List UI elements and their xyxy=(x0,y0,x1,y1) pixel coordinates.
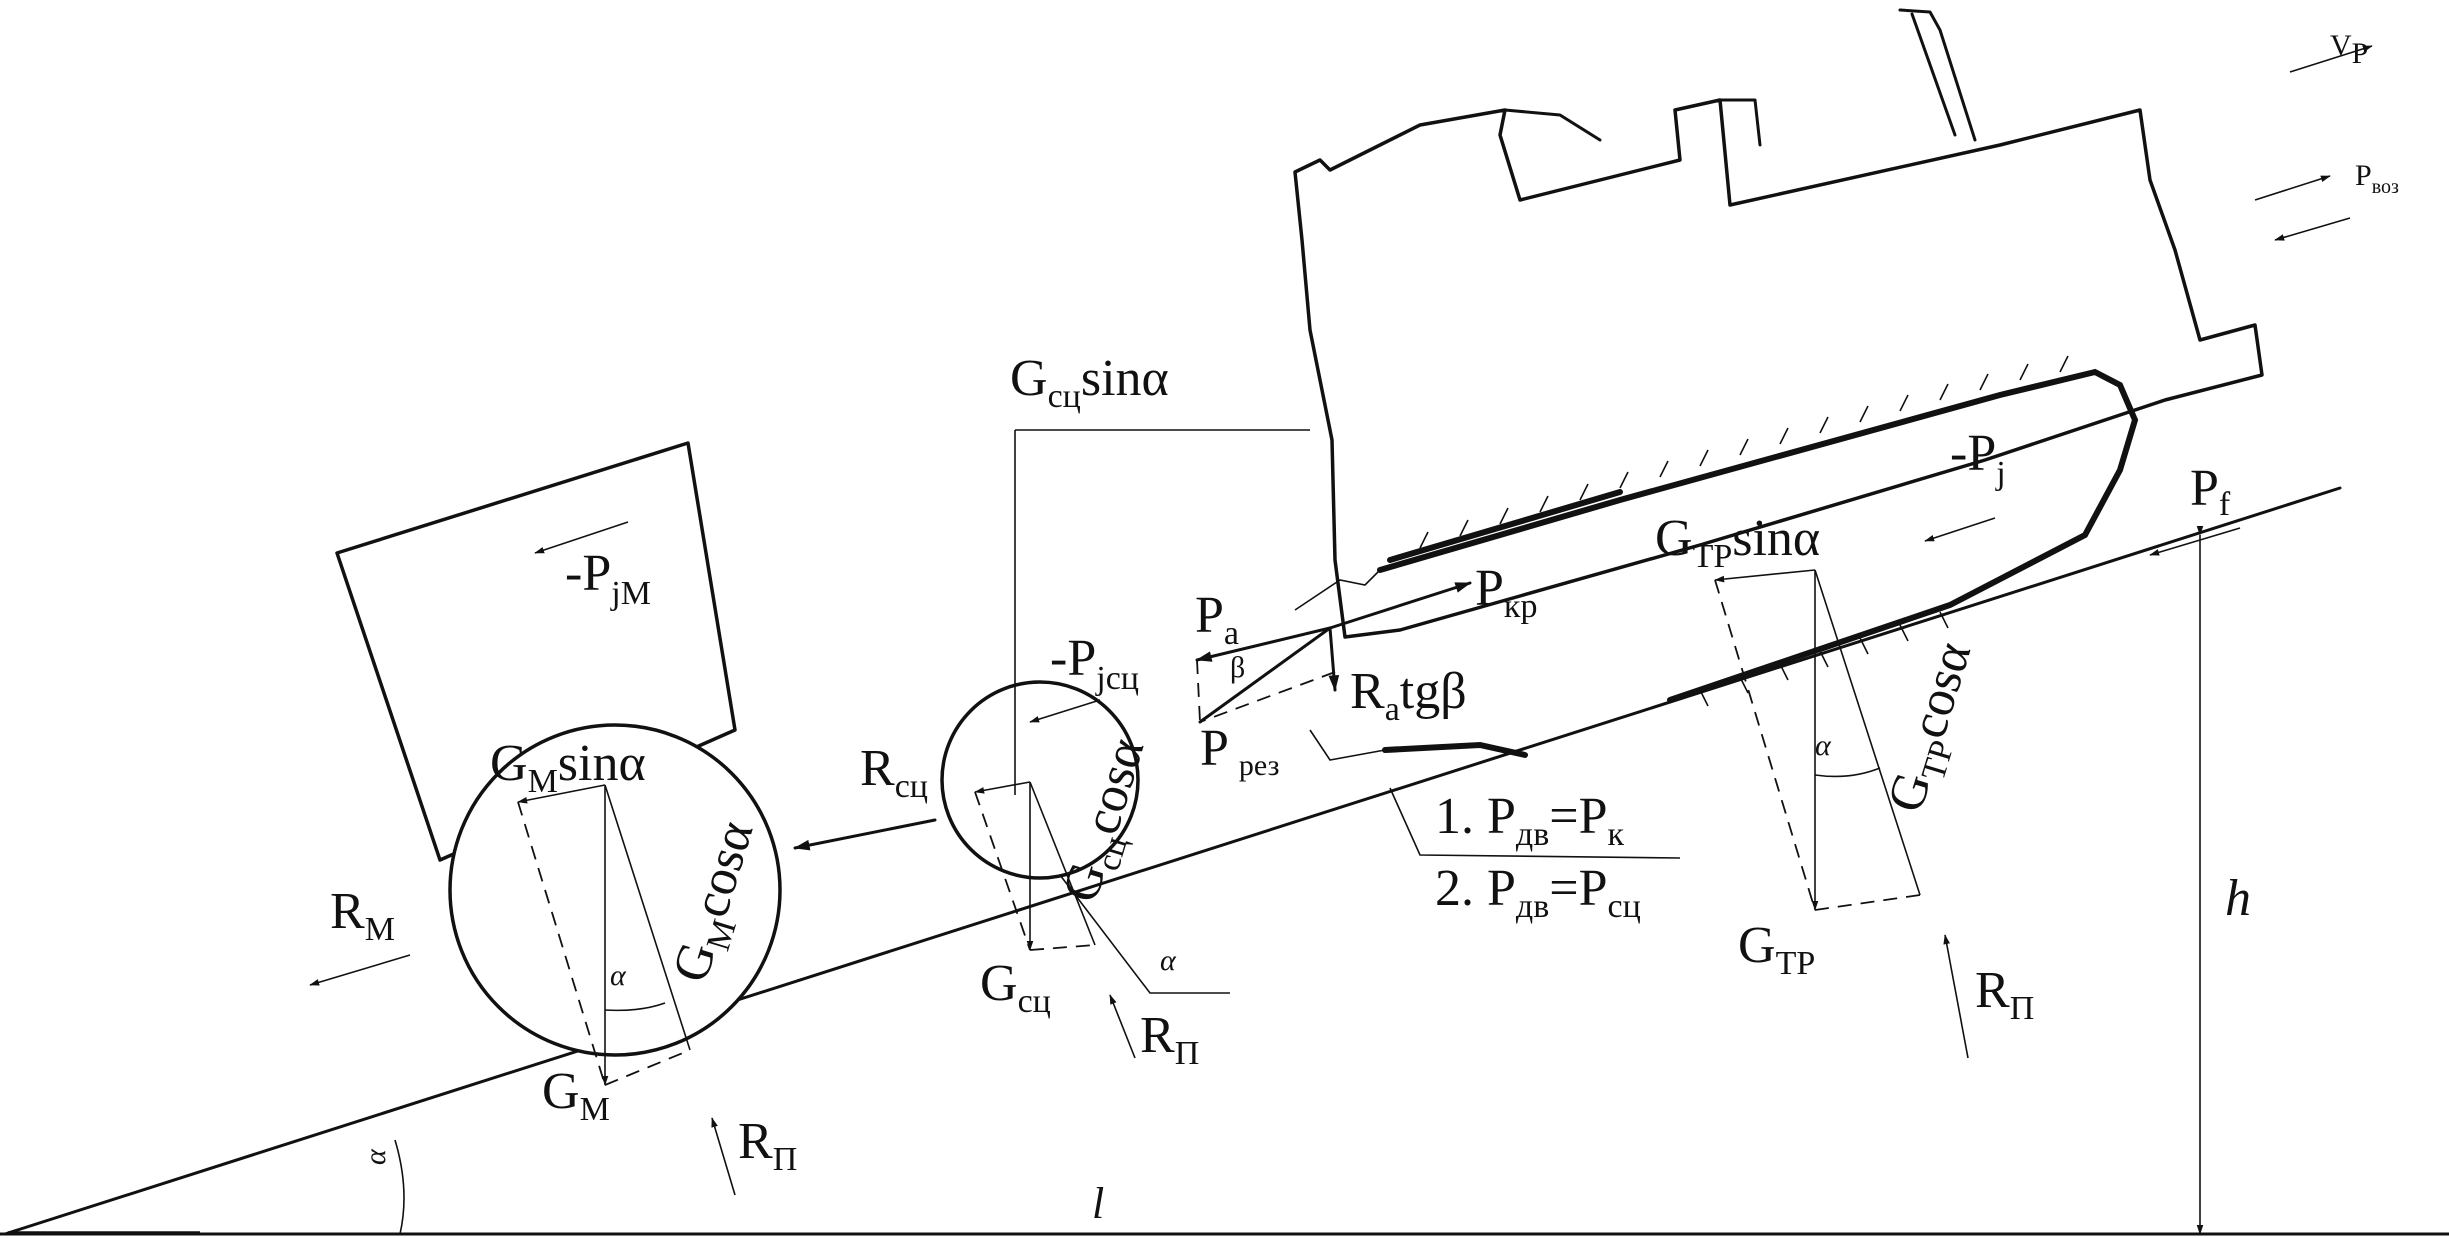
gtp-angle-arc xyxy=(1814,767,1881,778)
label-alpha-slope: α xyxy=(359,1148,392,1165)
label-condition-2: 2. Pдв=Pсц xyxy=(1435,860,1641,925)
pkp-arrow xyxy=(1328,581,1472,630)
gtp-cos-line xyxy=(1814,569,1921,896)
skip-wheel xyxy=(448,723,782,1057)
label-pkp: Pкр xyxy=(1475,560,1537,625)
gsc-dash-2 xyxy=(1029,944,1096,951)
coupling-weight-decomposition xyxy=(974,429,1310,994)
gsc-dash-1 xyxy=(974,791,1031,951)
blade-edge xyxy=(1382,741,1528,758)
label-pf: Pf xyxy=(2190,460,2231,523)
label-rsc: Rсц xyxy=(860,740,928,805)
rsc-arrow xyxy=(793,818,937,851)
pvoz-arrow-left xyxy=(2274,217,2351,241)
label-gsc: Gсц xyxy=(980,955,1051,1020)
gtp-sin-arrow xyxy=(1714,569,1816,583)
slope-line xyxy=(3,486,2342,1236)
label-gtp: GТР xyxy=(1738,917,1815,982)
label-pa: Pa xyxy=(1195,587,1239,652)
pvoz-arrow-right xyxy=(2254,175,2331,201)
prez-line xyxy=(1198,626,1332,724)
alpha-leader xyxy=(1059,874,1230,994)
gm-angle-arc xyxy=(604,1002,666,1012)
condition-leader xyxy=(1389,787,1681,859)
label-ra-tg: Ratgβ xyxy=(1350,663,1467,728)
pjsc-arrow xyxy=(1029,699,1101,723)
gsc-cos-line xyxy=(1029,781,1096,946)
track-front-link xyxy=(1294,569,1381,611)
blade-links xyxy=(1309,729,1386,761)
label-pvoz: Pвоз xyxy=(2355,159,2399,198)
track-belt-outline xyxy=(1377,368,2139,703)
label-gm: GM xyxy=(542,1063,610,1128)
track-upper-run xyxy=(1387,489,1623,563)
label-beta: β xyxy=(1230,651,1245,684)
label-alpha-tractor: α xyxy=(1815,729,1832,762)
label-alpha-skip: α xyxy=(610,959,627,992)
label-minus-pjsc: -Pjсц xyxy=(1050,630,1139,697)
pa-arrow xyxy=(1195,626,1332,662)
pf-arrow xyxy=(2149,527,2241,556)
gm-sin-arrow xyxy=(517,784,606,804)
label-rm: RM xyxy=(330,883,395,948)
label-rp-skip: RП xyxy=(738,1113,797,1178)
skip-weight-decomposition xyxy=(517,784,691,1086)
exhaust-pipe xyxy=(1718,98,1762,147)
gm-cos-line xyxy=(604,784,691,1051)
label-l: l xyxy=(1092,1179,1104,1228)
rp-arrow-skip xyxy=(711,1117,736,1196)
label-vp: VP xyxy=(2330,29,2368,70)
cab-roof xyxy=(1503,108,1602,142)
force-arrows xyxy=(309,45,2373,1196)
gtp-dash-2 xyxy=(1814,894,1921,911)
pa-dash xyxy=(1199,671,1336,723)
ground xyxy=(0,486,2449,1236)
pa-vertical-dash xyxy=(1196,659,1201,723)
tractor-weight-decomposition xyxy=(1714,569,1921,911)
skip-bucket xyxy=(335,441,782,1057)
label-gtp-cos: GТРcosα xyxy=(1877,636,1990,821)
label-gsc-sin: Gсцsinα xyxy=(1010,350,1169,415)
label-h: h xyxy=(2225,870,2251,927)
gm-dash-2 xyxy=(604,1049,691,1086)
label-condition-1: 1. Pдв=Pк xyxy=(1435,788,1625,853)
cab-mast-inner xyxy=(1910,12,1957,137)
ra-tg-arrow xyxy=(1328,626,1340,692)
track xyxy=(1294,355,2139,761)
track-grousers xyxy=(1419,355,2069,707)
slope-angle-arc xyxy=(394,1139,405,1235)
label-gm-sin: GMsinα xyxy=(490,735,646,800)
label-rp-tractor: RП xyxy=(1975,962,2034,1027)
pjm-arrow xyxy=(534,521,629,554)
rp-arrow-tractor xyxy=(1943,934,1969,1059)
coupling-wheel xyxy=(940,680,1140,880)
gtp-dash-1 xyxy=(1714,579,1816,911)
vp-arrow xyxy=(2289,45,2373,73)
label-gtp-sin: GТРsinα xyxy=(1655,510,1820,575)
label-rp-coupling: RП xyxy=(1140,1007,1199,1072)
rp-arrow-coupling xyxy=(1109,994,1136,1059)
rm-arrow xyxy=(309,954,411,986)
gsc-sin-arrow xyxy=(974,781,1031,794)
cab-mast xyxy=(1898,8,1977,142)
label-minus-pjm: -PjM xyxy=(565,545,651,612)
label-minus-pj: -Pj xyxy=(1950,425,2006,492)
gm-dash-1 xyxy=(517,801,606,1086)
label-alpha-coupling: α xyxy=(1160,944,1177,977)
pj-arrow xyxy=(1924,517,1996,542)
